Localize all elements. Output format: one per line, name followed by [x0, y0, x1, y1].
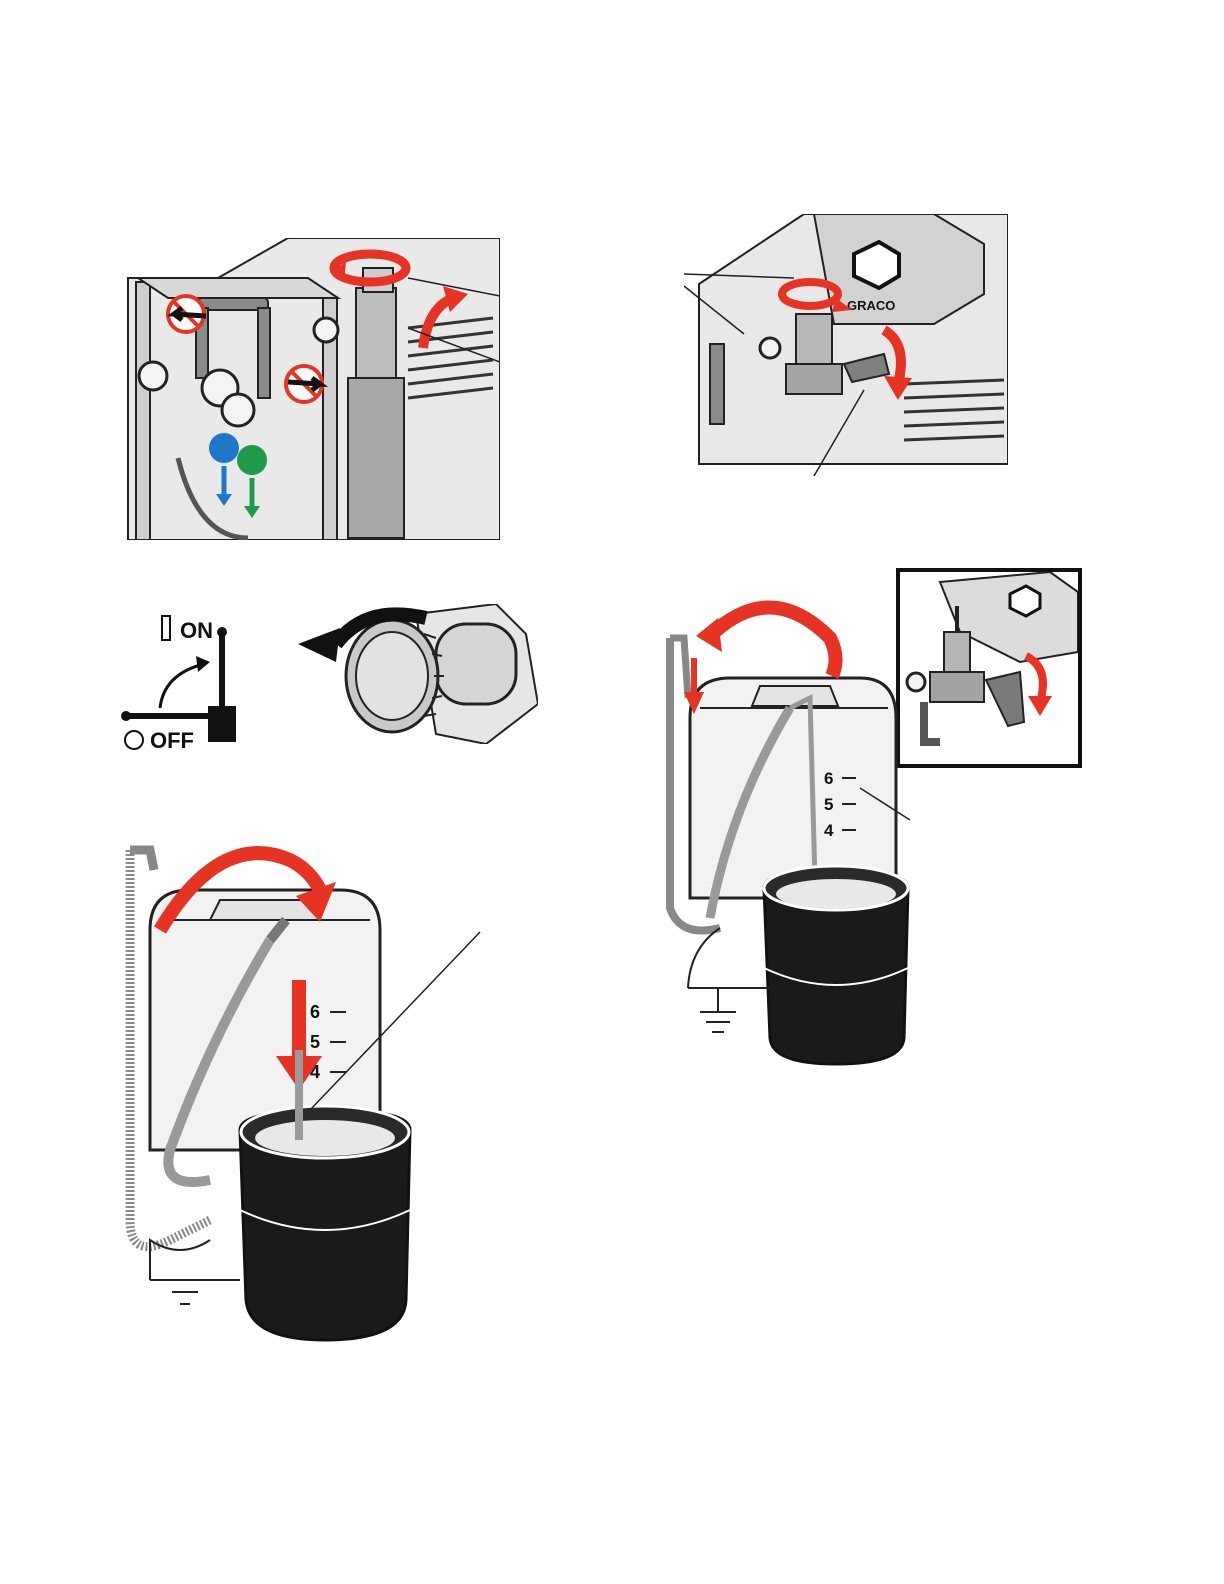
- off-symbol-icon: [125, 731, 143, 749]
- figure-pump-valve: GRACO: [684, 214, 1008, 476]
- pressure-knob-illustration: [296, 604, 538, 744]
- flush-pail-illustration-left: 6 5 4: [110, 820, 490, 1350]
- scale-mark-6-right: 6: [824, 769, 833, 788]
- switch-body: [208, 706, 236, 742]
- return-hose-arrow: [696, 618, 722, 652]
- manifold-illustration: [108, 238, 500, 540]
- figure-manifold-valves: [108, 238, 500, 540]
- no-entry-icon-right: [286, 366, 322, 402]
- figure-flush-pail-right: 6 5 4: [660, 588, 920, 1068]
- switch-on-label: ON: [180, 618, 213, 643]
- figure-pressure-knob: [296, 604, 538, 744]
- on-symbol-icon: [162, 616, 170, 640]
- brand-logo-text: GRACO: [847, 298, 895, 313]
- ground-icon: [165, 1280, 205, 1304]
- figure-power-switch: ON OFF: [112, 612, 252, 752]
- green-indicator: [237, 445, 267, 475]
- flush-pail-illustration-right: 6 5 4: [660, 588, 920, 1068]
- scale-mark-5: 5: [310, 1032, 320, 1052]
- scale-mark-6: 6: [310, 1002, 320, 1022]
- blue-indicator: [209, 433, 239, 463]
- scale-mark-4-right: 4: [824, 821, 834, 840]
- power-switch-illustration: ON OFF: [112, 612, 252, 752]
- switch-off-label: OFF: [150, 728, 194, 752]
- pump-valve-illustration: GRACO: [684, 214, 1008, 476]
- figure-flush-pail-left: 6 5 4: [110, 820, 490, 1350]
- inset-valve-illustration: [900, 572, 1078, 764]
- ground-icon-right: [700, 1012, 736, 1032]
- scale-mark-5-right: 5: [824, 795, 833, 814]
- graco-logo-icon: [854, 242, 899, 288]
- rotate-ccw-icon: [298, 628, 340, 662]
- figure-inset-valve: [896, 568, 1082, 768]
- no-entry-icon-left: [168, 296, 206, 332]
